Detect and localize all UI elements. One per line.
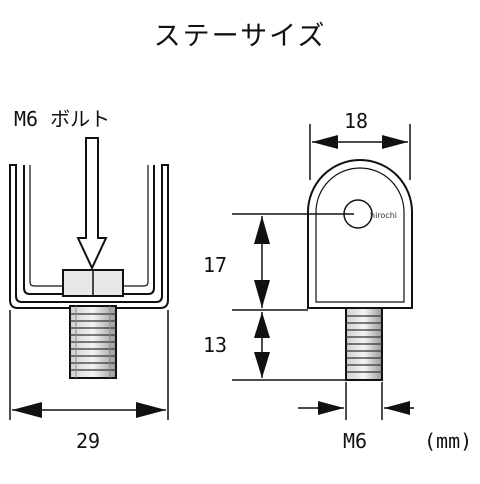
- watermark: hirochi: [370, 211, 397, 220]
- callout-arrow: [76, 137, 108, 271]
- dim-upper-height: 17: [203, 253, 227, 277]
- unit-label: (mm): [424, 429, 472, 453]
- bolt-callout-label: M6 ボルト: [14, 107, 110, 131]
- front-view: M6 ボルト 29: [9, 107, 169, 453]
- dim-lower-height: 13: [203, 333, 227, 357]
- diagram-title: ステーサイズ: [153, 21, 327, 52]
- dim-width-side: 18: [344, 109, 368, 133]
- dim-thread: M6: [343, 429, 367, 453]
- stay-body: [307, 159, 413, 309]
- u-bracket-outer: [9, 164, 169, 309]
- dim-width-front: 29: [76, 429, 100, 453]
- side-view: hirochi 18: [203, 109, 472, 453]
